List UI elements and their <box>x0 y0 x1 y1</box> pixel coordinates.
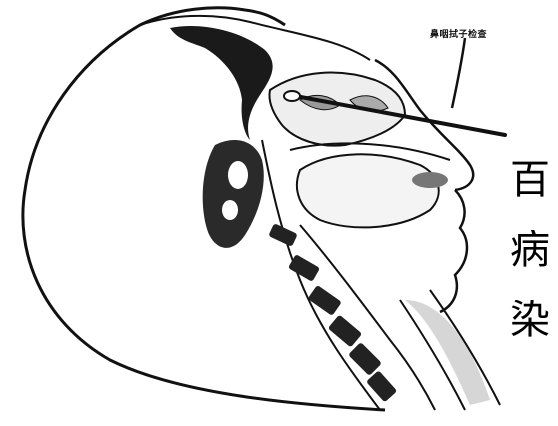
side-text-char-3: 染 <box>510 300 558 340</box>
side-text-char-2: 病 <box>510 230 558 270</box>
cervical-vertebrae <box>268 223 397 402</box>
side-text-char-1: 百 <box>510 160 558 200</box>
skull-base-shading <box>170 26 273 140</box>
swab-tip <box>284 91 300 101</box>
brainstem-hollow-2 <box>222 200 238 220</box>
tongue <box>297 154 439 227</box>
tonsil-shading <box>412 172 448 188</box>
brainstem-hollow <box>228 161 248 189</box>
occipital-shading <box>203 140 264 248</box>
lips-chin <box>440 190 467 312</box>
callout-leader-line <box>452 38 465 108</box>
swab-callout-label: 鼻咽拭子检查 <box>430 27 487 40</box>
